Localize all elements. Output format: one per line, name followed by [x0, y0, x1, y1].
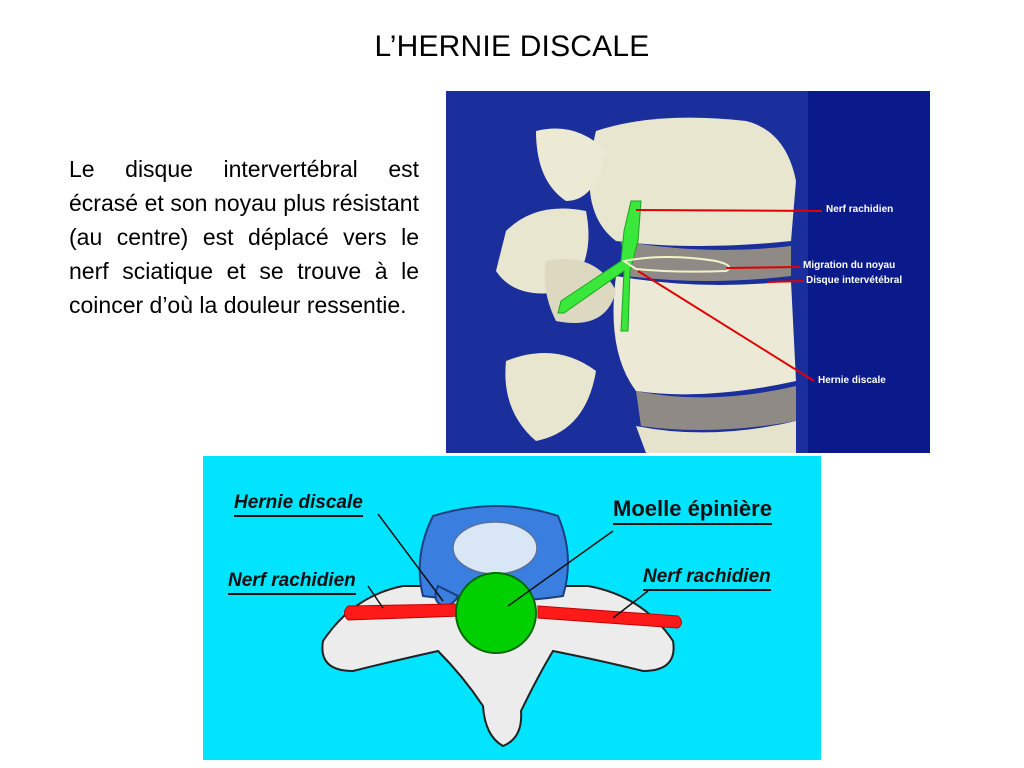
page-title: L’HERNIE DISCALE — [374, 30, 650, 63]
cross-section-diagram: Hernie discale Moelle épinière Nerf rach… — [203, 456, 821, 760]
arrow-disque-line — [767, 280, 805, 283]
label-migration-noyau: Migration du noyau — [803, 260, 896, 271]
label-nerf-rachidien-left: Nerf rachidien — [228, 570, 356, 595]
label-disque-intervertebral: Disque intervétébral — [806, 275, 903, 286]
label-nerf-rachidien-right: Nerf rachidien — [643, 566, 771, 591]
arrow-migration-line — [725, 266, 801, 269]
label-moelle-epiniere: Moelle épinière — [613, 496, 772, 525]
spine-model-illustration — [496, 91, 930, 453]
arrow-hernie-line — [637, 270, 815, 382]
arrow-nerf-line — [635, 209, 823, 212]
spinal-cord-circle — [455, 572, 537, 654]
description-text: Le disque intervertébral est écrasé et s… — [69, 156, 419, 318]
label-hernie-discale: Hernie discale — [818, 375, 886, 386]
label-hernie-discale-diagram: Hernie discale — [234, 492, 363, 517]
vertebra-cross-section — [321, 505, 682, 748]
spine-model-photo: Nerf rachidien Migration du noyau Disque… — [446, 91, 930, 453]
label-nerf-rachidien: Nerf rachidien — [826, 204, 894, 215]
